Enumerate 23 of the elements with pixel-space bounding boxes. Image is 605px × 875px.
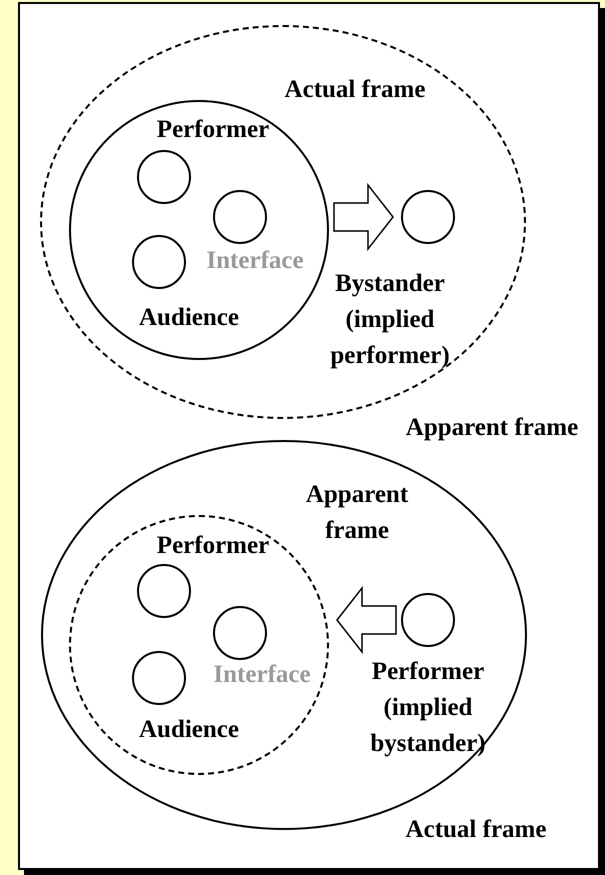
node-caption: Audience [139,303,239,333]
frame-label: Actual frame [284,75,426,105]
circle [137,150,191,204]
block-arrow [333,182,394,252]
frame-label: Apparent frame [304,480,410,546]
node-caption: Performer (implied bystander) [369,657,487,759]
frame-circle [69,100,329,360]
block-arrow [336,586,397,654]
circle [401,190,455,244]
circle [401,593,455,647]
frame-label: Apparent frame [406,413,578,443]
circle [213,606,267,660]
node-caption: Interface [206,246,304,276]
frame-label: Actual frame [406,815,546,845]
node-caption: Bystander (implied performer) [329,269,451,371]
circle [137,564,191,618]
circle [132,235,186,289]
node-caption: Performer [156,531,270,561]
node-caption: Audience [139,715,239,745]
node-caption: Performer [156,115,270,145]
circle [213,190,267,244]
node-caption: Interface [213,660,311,690]
circle [132,651,186,705]
